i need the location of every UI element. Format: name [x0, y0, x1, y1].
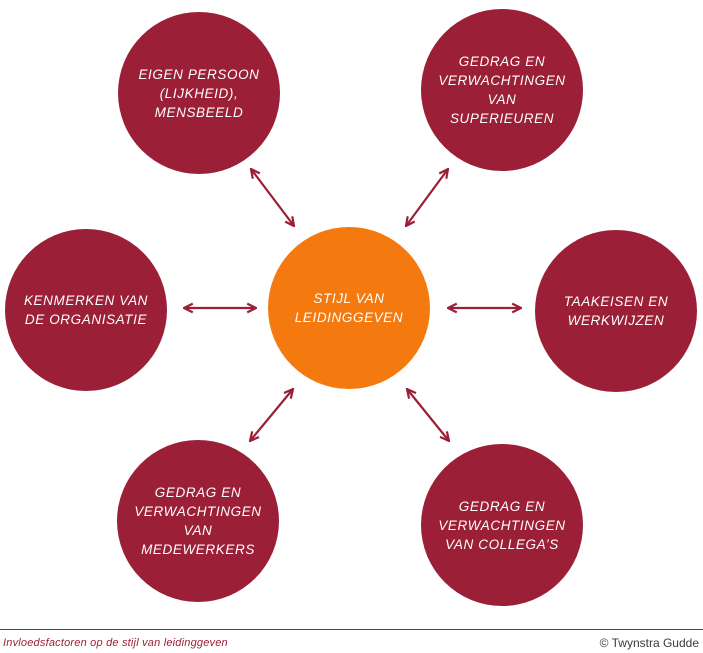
- center-label: STIJL VAN LEIDINGGEVEN: [294, 291, 404, 325]
- connector-arrows: [0, 0, 703, 625]
- footer-divider: [0, 629, 703, 630]
- node-label: TAAKEISEN EN WERKWIJZEN: [563, 294, 669, 328]
- arrow-bottom-right: [407, 389, 449, 441]
- node-label: KENMERKEN VAN DE ORGANISATIE: [23, 293, 149, 327]
- node-label: EIGEN PERSOON (LIJKHEID), MENSBEELD: [138, 66, 260, 120]
- node-collegas: GEDRAG EN VERWACHTINGEN VAN COLLEGA’S: [421, 444, 583, 606]
- node-label: GEDRAG EN VERWACHTINGEN VAN COLLEGA’S: [438, 498, 566, 552]
- arrow-top-left: [251, 169, 294, 226]
- node-medewerkers: GEDRAG EN VERWACHTINGEN VAN MEDEWERKERS: [117, 440, 279, 602]
- node-stijl-van-leidinggeven: STIJL VAN LEIDINGGEVEN: [268, 227, 430, 389]
- arrow-bottom-left: [250, 389, 293, 441]
- copyright-notice: © Twynstra Gudde: [599, 636, 699, 650]
- node-eigen-persoon: EIGEN PERSOON (LIJKHEID), MENSBEELD: [118, 12, 280, 174]
- node-taakeisen: TAAKEISEN EN WERKWIJZEN: [535, 230, 697, 392]
- node-label: GEDRAG EN VERWACHTINGEN VAN SUPERIEUREN: [438, 54, 566, 126]
- node-label: GEDRAG EN VERWACHTINGEN VAN MEDEWERKERS: [134, 485, 262, 557]
- figure-caption: Invloedsfactoren op de stijl van leiding…: [3, 637, 228, 649]
- node-organisatie: KENMERKEN VAN DE ORGANISATIE: [5, 229, 167, 391]
- node-superieuren: GEDRAG EN VERWACHTINGEN VAN SUPERIEUREN: [421, 9, 583, 171]
- arrow-top-right: [406, 169, 448, 226]
